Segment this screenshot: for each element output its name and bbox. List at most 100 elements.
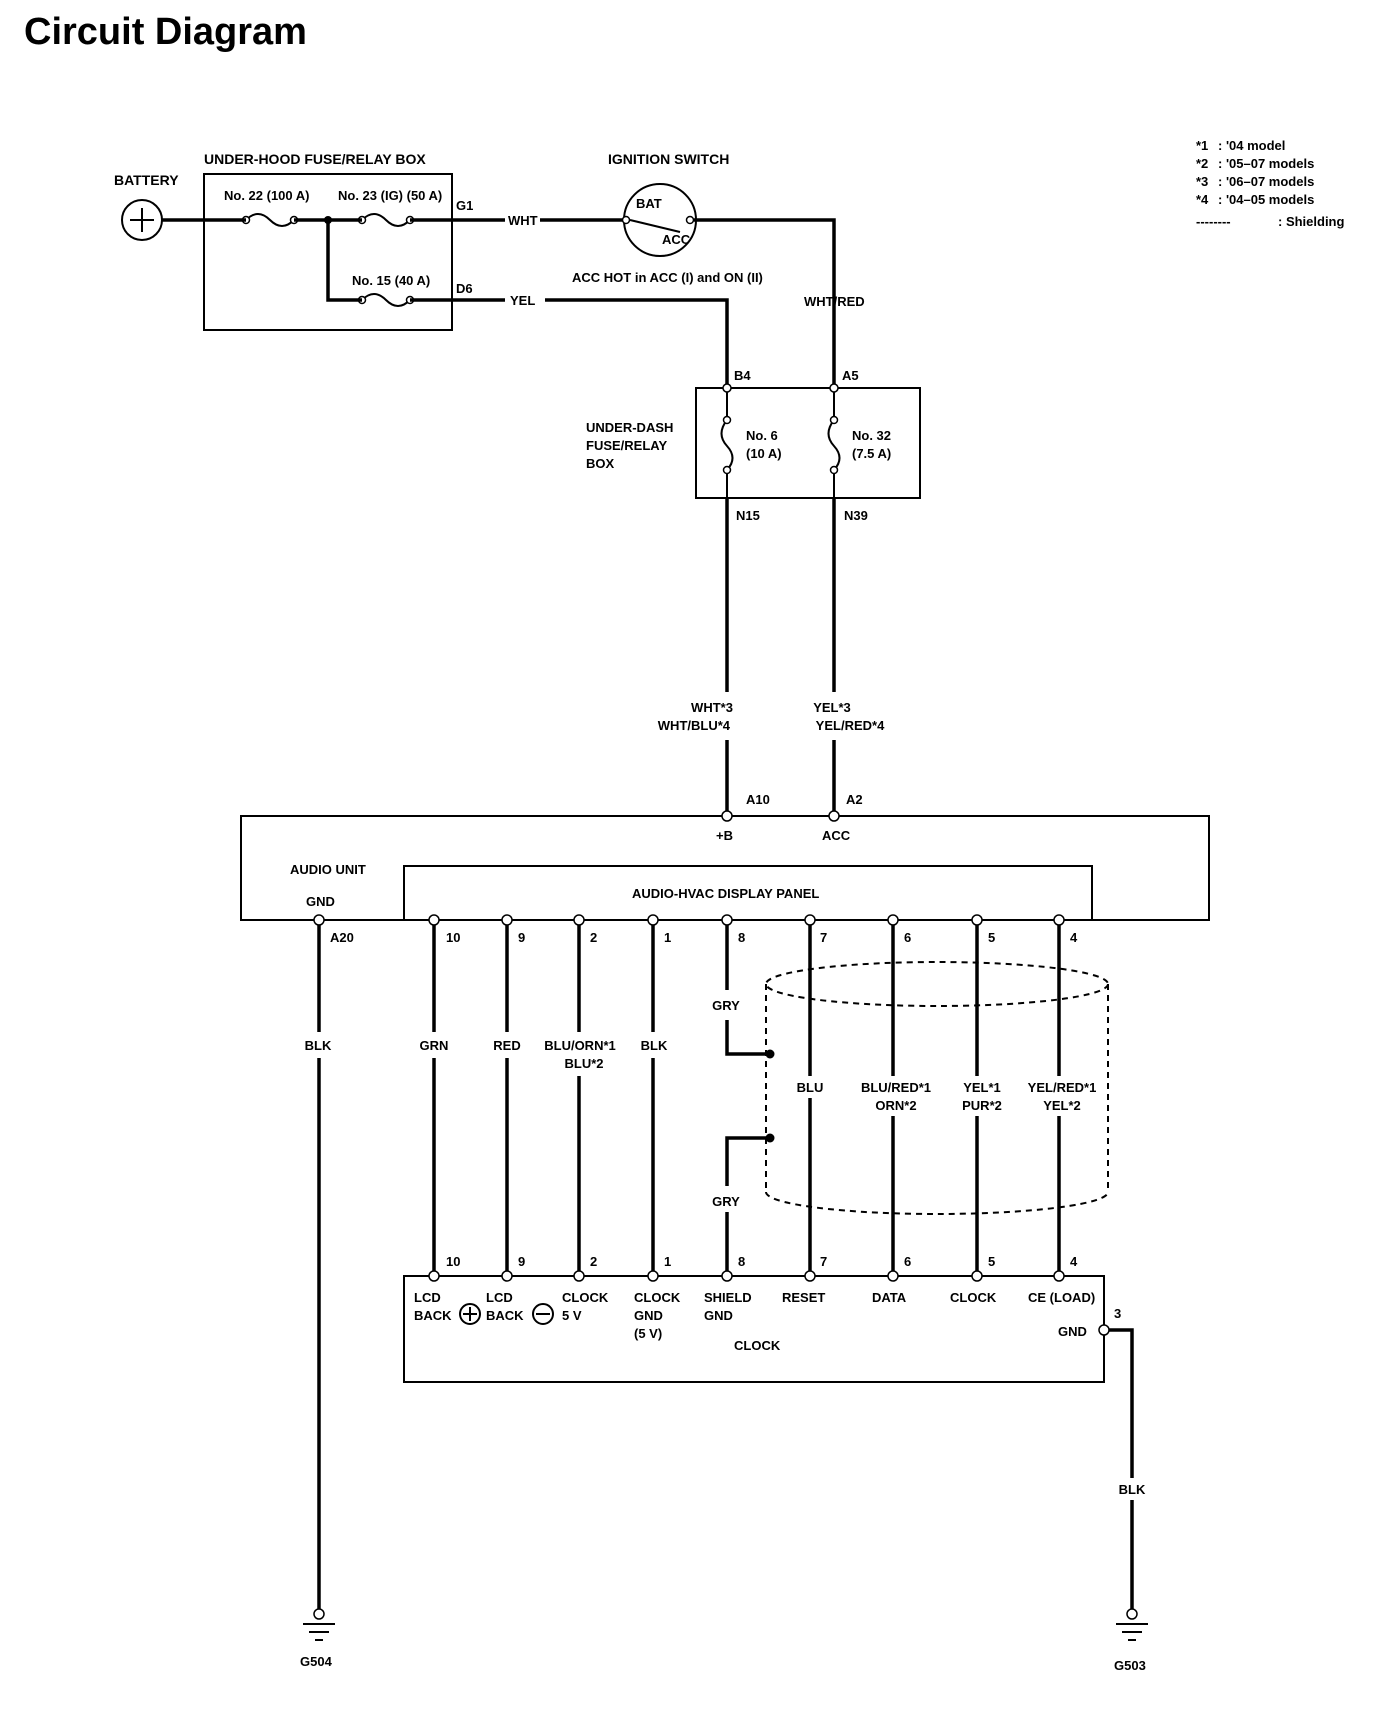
label-gry-bottom: GRY	[712, 1194, 740, 1209]
ground-g503: G503	[1114, 1608, 1148, 1673]
clock-pin-2: 2	[590, 1254, 597, 1269]
label-yel-red-1: YEL/RED*1	[1028, 1080, 1097, 1095]
legend-text-1: : '04 model	[1218, 138, 1285, 153]
fuse-15-label: No. 15 (40 A)	[352, 273, 430, 288]
underdash-label-1: UNDER-DASH	[586, 420, 673, 435]
panel-pin-7: 7	[820, 930, 827, 945]
underdash-label-3: BOX	[586, 456, 615, 471]
underdash-label-2: FUSE/RELAY	[586, 438, 667, 453]
pin-g1: G1	[456, 198, 473, 213]
legend-key-3: *3	[1196, 174, 1208, 189]
wire-right-color-2: YEL/RED*4	[816, 718, 885, 733]
underhood-box-outline	[203, 173, 453, 331]
battery-plus-icon	[130, 208, 154, 232]
pin-a2: A2	[846, 792, 863, 807]
pin-n39: N39	[844, 508, 868, 523]
clock-clockgnd-3: (5 V)	[634, 1326, 662, 1341]
clock-pin-6: 6	[904, 1254, 911, 1269]
wire-wht-red	[694, 218, 836, 384]
pin-a20: A20	[330, 930, 354, 945]
clock-gnd: GND	[1058, 1324, 1087, 1339]
panel-pin-4: 4	[1070, 930, 1078, 945]
fuse-22-symbol	[245, 213, 295, 227]
wire-gry-top	[725, 925, 770, 1056]
shielding	[765, 961, 1109, 1215]
pin-a5: A5	[842, 368, 859, 383]
wire-wht-label: WHT	[508, 213, 538, 228]
label-yel-2: PUR*2	[962, 1098, 1002, 1113]
clock-pin-3: 3	[1114, 1306, 1121, 1321]
clock-pin-7: 7	[820, 1254, 827, 1269]
pin-n15: N15	[736, 508, 760, 523]
legend-text-5: : Shielding	[1278, 214, 1345, 229]
audio-unit: A10 A2 +B ACC AUDIO UNIT GND AUDIO-HVAC …	[240, 792, 1210, 945]
clock-clockgnd-1: CLOCK	[634, 1290, 681, 1305]
fuse-32-symbol	[827, 419, 841, 471]
display-panel-label: AUDIO-HVAC DISPLAY PANEL	[632, 886, 819, 901]
ground-icon	[303, 1623, 335, 1641]
clock-ce: CE (LOAD)	[1028, 1290, 1095, 1305]
ignition-switch-label: IGNITION SWITCH	[608, 151, 729, 167]
pin-d6: D6	[456, 281, 473, 296]
legend-text-3: : '06–07 models	[1218, 174, 1314, 189]
fuse-6-label-1: No. 6	[746, 428, 778, 443]
label-blu-red-1: BLU/RED*1	[861, 1080, 931, 1095]
clock-unit: 10 9 2 1 8 7 6 5 4 LCD BACK LCD BACK CLO…	[403, 1254, 1121, 1383]
fuse-15-symbol	[361, 293, 411, 307]
label-gry-top: GRY	[712, 998, 740, 1013]
label-grn: GRN	[420, 1038, 449, 1053]
panel-pin-2: 2	[590, 930, 597, 945]
underhood-fuse-box: UNDER-HOOD FUSE/RELAY BOX No. 22 (100 A)…	[162, 151, 473, 331]
wire-gry-bottom	[725, 1136, 770, 1272]
panel-pin-6: 6	[904, 930, 911, 945]
panel-connector-pins: 10 9 2 1 8 7 6 5 4	[428, 914, 1078, 945]
clock-shield-2: GND	[704, 1308, 733, 1323]
panel-pin-9: 9	[518, 930, 525, 945]
ignition-acc: ACC	[662, 232, 691, 247]
label-yel-1: YEL*1	[963, 1080, 1001, 1095]
label-blk: BLK	[641, 1038, 668, 1053]
clock-pin-5: 5	[988, 1254, 995, 1269]
clock-lcd-back-plus-1: LCD	[414, 1290, 441, 1305]
underhood-box-label: UNDER-HOOD FUSE/RELAY BOX	[204, 151, 426, 167]
display-panel-outline	[403, 865, 1093, 921]
legend-key-4: *4	[1196, 192, 1209, 207]
minus-icon	[532, 1303, 554, 1325]
clock-lcd-back-minus-2: BACK	[486, 1308, 524, 1323]
fuse-32-label-1: No. 32	[852, 428, 891, 443]
label-yel-red-2: YEL*2	[1043, 1098, 1081, 1113]
ground-g504-label: G504	[300, 1654, 333, 1669]
clock-shield-1: SHIELD	[704, 1290, 752, 1305]
label-red: RED	[493, 1038, 520, 1053]
label-blu-red-2: ORN*2	[875, 1098, 916, 1113]
clock-pin-1: 1	[664, 1254, 671, 1269]
fuse-23-label: No. 23 (IG) (50 A)	[338, 188, 442, 203]
clock-data: DATA	[872, 1290, 907, 1305]
pin-a10: A10	[746, 792, 770, 807]
clock-pin-9: 9	[518, 1254, 525, 1269]
label-blu-orn-1: BLU/ORN*1	[544, 1038, 616, 1053]
ground-icon	[1116, 1623, 1148, 1641]
clock-pin-10: 10	[446, 1254, 460, 1269]
clock-clockgnd-2: GND	[634, 1308, 663, 1323]
legend-key-2: *2	[1196, 156, 1208, 171]
legend-text-2: : '05–07 models	[1218, 156, 1314, 171]
ignition-bat: BAT	[636, 196, 662, 211]
panel-pin-1: 1	[664, 930, 671, 945]
wire-clock-gnd	[1109, 1328, 1134, 1612]
wire-yel-label: YEL	[510, 293, 535, 308]
page-title: Circuit Diagram	[24, 11, 307, 53]
clock-pin-8: 8	[738, 1254, 745, 1269]
audio-gnd: GND	[306, 894, 335, 909]
pin-b4: B4	[734, 368, 751, 383]
audio-plus-b: +B	[716, 828, 733, 843]
audio-acc: ACC	[822, 828, 851, 843]
legend-key-5: --------	[1196, 214, 1231, 229]
fuse-6-symbol	[720, 419, 734, 471]
clock-reset: RESET	[782, 1290, 825, 1305]
fuse-23-symbol	[361, 213, 411, 227]
wire-left-color-2: WHT/BLU*4	[658, 718, 731, 733]
wire-right-color-1: YEL*3	[813, 700, 851, 715]
panel-clock-wires	[317, 925, 1061, 1612]
